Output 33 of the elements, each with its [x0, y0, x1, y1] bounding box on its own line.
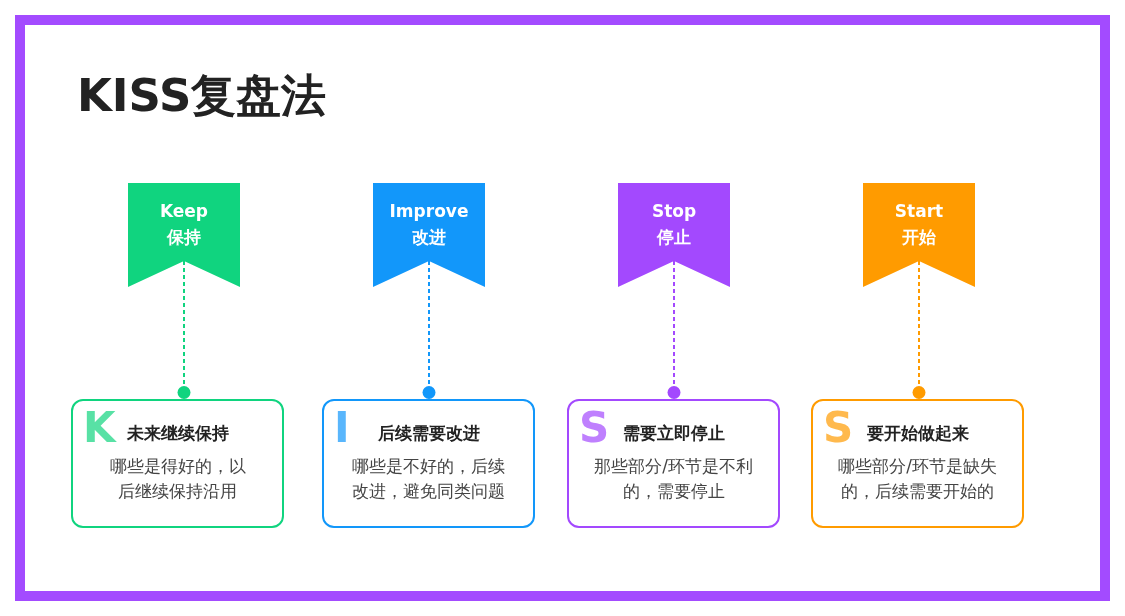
- dashed-connector: [667, 260, 681, 400]
- title: KISS复盘法: [77, 68, 327, 124]
- card-text: 那些部分/环节是不利的，需要停止: [593, 455, 754, 503]
- dashed-connector: [912, 260, 926, 400]
- initial-letter: K: [83, 406, 116, 450]
- card-heading: 未来继续保持: [126, 422, 229, 444]
- banner-subtitle: 保持: [167, 226, 201, 249]
- card: [567, 399, 780, 528]
- banner-title: Keep: [159, 200, 209, 223]
- banner-subtitle: 停止: [657, 226, 691, 249]
- dashed-connector: [422, 260, 436, 400]
- dashed-connector: [177, 260, 191, 400]
- banner-subtitle: 改进: [412, 226, 446, 249]
- banner-subtitle: 开始: [902, 226, 936, 249]
- initial-letter: S: [823, 406, 854, 450]
- card-heading: 需要立即停止: [622, 422, 725, 444]
- banner-title: Stop: [651, 200, 697, 223]
- card-heading: 要开始做起来: [866, 422, 969, 444]
- initial-letter: S: [579, 406, 610, 450]
- ribbon-banner: [863, 183, 975, 287]
- card: [322, 399, 535, 528]
- ribbon-banner: [618, 183, 730, 287]
- card: [71, 399, 284, 528]
- banner-title: Improve: [389, 200, 469, 223]
- card-heading: 后续需要改进: [377, 422, 480, 444]
- ribbon-banner: [128, 183, 240, 287]
- ribbon-banner: [373, 183, 485, 287]
- banner-title: Start: [894, 200, 944, 223]
- card-text: 哪些是得好的，以后继续保持沿用: [108, 455, 247, 503]
- card: [811, 399, 1024, 528]
- card-text: 哪些部分/环节是缺失的，后续需要开始的: [837, 455, 998, 503]
- initial-letter: I: [334, 406, 350, 450]
- card-text: 哪些是不好的，后续改进，避免同类问题: [351, 455, 506, 503]
